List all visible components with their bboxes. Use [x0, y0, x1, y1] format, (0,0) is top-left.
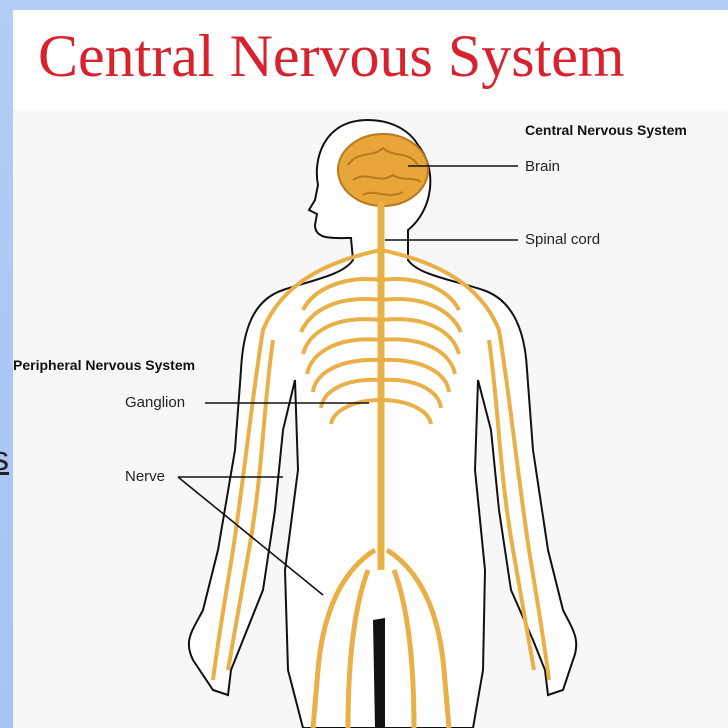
- spinal-cord-label: Spinal cord: [525, 231, 600, 248]
- cns-header: Central Nervous System: [525, 122, 687, 138]
- slide-title: Central Nervous System: [38, 24, 718, 88]
- leg-gap: [373, 618, 385, 728]
- pns-header: Peripheral Nervous System: [13, 357, 195, 373]
- body-illustration: [13, 110, 728, 728]
- nerve-label: Nerve: [125, 468, 165, 485]
- nervous-system-diagram: Central Nervous System Brain Spinal cord…: [13, 110, 728, 728]
- brain-label: Brain: [525, 158, 560, 175]
- ganglion-label: Ganglion: [125, 394, 185, 411]
- clipped-text: s: [0, 440, 9, 479]
- clipped-text-fragment: s: [0, 440, 13, 490]
- brain-shape: [338, 134, 428, 206]
